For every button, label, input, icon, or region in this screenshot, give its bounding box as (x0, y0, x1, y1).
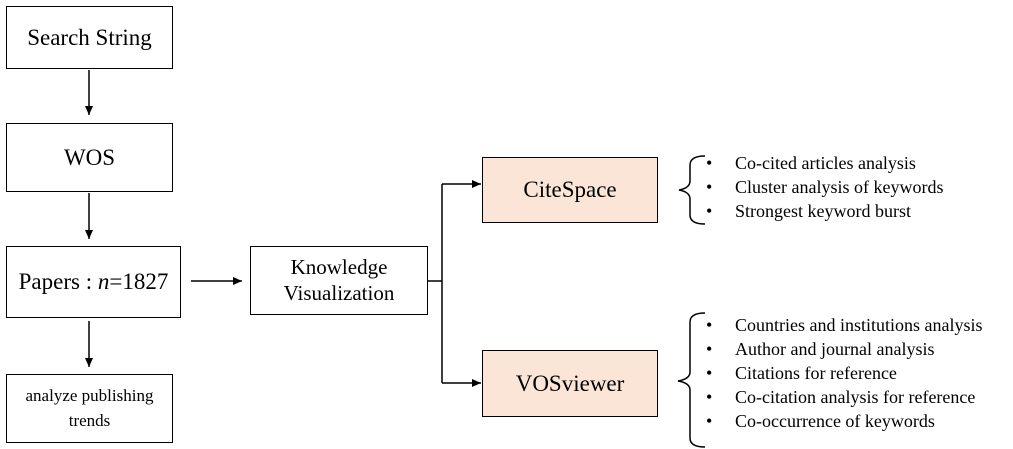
citespace-list: •Co-cited articles analysis •Cluster ana… (706, 153, 943, 222)
list-item: •Strongest keyword burst (706, 201, 911, 221)
search-string-label: Search String (27, 24, 152, 50)
list-item: •Co-cited articles analysis (706, 153, 916, 173)
list-item: •Co-occurrence of keywords (706, 411, 935, 431)
vosviewer-list: •Countries and institutions analysis •Au… (706, 315, 983, 432)
list-item: •Countries and institutions analysis (706, 315, 983, 335)
vosviewer-box: VOSviewer (482, 350, 658, 417)
analyze-line-1: analyze publishing (25, 386, 154, 406)
list-item: •Cluster analysis of keywords (706, 177, 944, 197)
citespace-box: CiteSpace (482, 157, 658, 223)
search-string-box: Search String (6, 6, 173, 69)
papers-count: =1827 (109, 269, 169, 295)
knowledge-line-2: Visualization (283, 280, 395, 305)
papers-n: n (97, 269, 110, 295)
list-item: •Author and journal analysis (706, 339, 935, 359)
citespace-label: CiteSpace (523, 177, 617, 203)
vosviewer-brace (677, 312, 706, 448)
vosviewer-label: VOSviewer (515, 370, 625, 396)
list-item: •Citations for reference (706, 363, 897, 383)
wos-box: WOS (6, 123, 173, 192)
analyze-trends-box: analyze publishing trends (6, 374, 173, 443)
list-item: •Co-citation analysis for reference (706, 387, 976, 407)
wos-label: WOS (63, 144, 116, 170)
papers-prefix: Papers : (18, 269, 98, 295)
papers-box: Papers : n=1827 (6, 246, 181, 318)
citespace-brace (678, 155, 706, 225)
knowledge-visualization-box: Knowledge Visualization (250, 246, 428, 315)
analyze-line-2: trends (68, 410, 111, 430)
papers-label: Papers : n=1827 (19, 268, 169, 296)
knowledge-line-1: Knowledge (290, 255, 388, 280)
